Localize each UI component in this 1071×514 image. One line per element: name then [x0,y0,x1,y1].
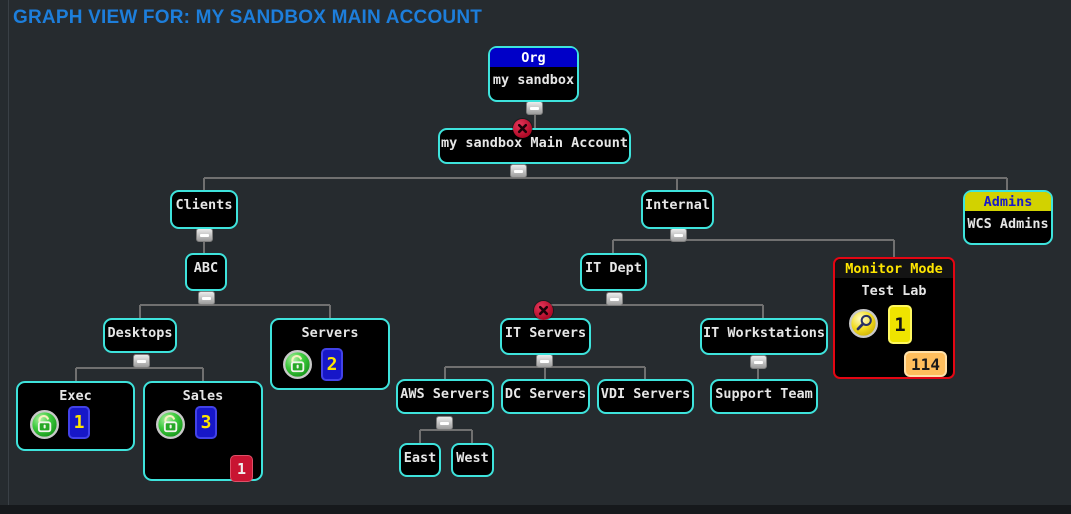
error-x-icon-main-account [513,119,532,138]
monitor-count-badge: 1 [888,305,912,344]
node-servers[interactable]: Servers 2 [270,318,390,390]
collapse-button-it-dept[interactable] [606,292,623,306]
node-aws-servers[interactable]: AWS Servers [396,379,494,414]
node-clients[interactable]: Clients [170,190,238,229]
node-support-team[interactable]: Support Team [710,379,818,414]
collapse-button-it-workstations[interactable] [750,355,767,369]
node-sales[interactable]: Sales 3 1 [143,381,263,482]
locked-count-badge: 1 [68,406,90,439]
alert-count-badge: 1 [230,455,253,482]
it-workstations-label: IT Workstations [703,325,825,341]
admins-type-header: Admins [965,192,1051,211]
collapse-button-clients[interactable] [196,228,213,242]
clients-label: Clients [175,197,233,213]
error-x-icon-it-servers [534,301,553,320]
org-name-label: my sandbox [492,72,575,88]
locked-count-badge: 3 [195,406,217,439]
it-dept-label: IT Dept [585,260,642,276]
node-exec[interactable]: Exec 1 [16,381,135,451]
org-type-header: Org [490,48,577,67]
node-vdi-servers[interactable]: VDI Servers [597,379,694,414]
collapse-button-desktops[interactable] [133,354,150,368]
collapse-button-main-account[interactable] [510,164,527,178]
collapse-button-internal[interactable] [670,228,687,242]
support-team-label: Support Team [715,386,813,402]
test-lab-label: Test Lab [861,283,927,299]
abc-label: ABC [193,260,219,276]
unlocked-padlock-icon [29,409,60,440]
unlocked-padlock-icon [155,409,186,440]
device-count-badge: 114 [904,351,947,377]
main-account-label: my sandbox Main Account [441,135,628,151]
vdi-servers-label: VDI Servers [600,386,691,402]
aws-servers-label: AWS Servers [400,386,490,402]
panel-border-line [8,0,9,505]
node-west[interactable]: West [451,443,494,477]
page-title: GRAPH VIEW FOR: MY SANDBOX MAIN ACCOUNT [13,7,483,28]
admins-name-label: WCS Admins [967,216,1049,232]
dc-servers-label: DC Servers [504,386,587,402]
node-it-dept[interactable]: IT Dept [580,253,647,291]
monitor-mode-header: Monitor Mode [835,259,953,278]
servers-label: Servers [301,325,359,341]
node-org[interactable]: Org my sandbox [488,46,579,102]
collapse-button-aws-servers[interactable] [436,416,453,430]
desktops-label: Desktops [107,325,173,341]
node-main-account[interactable]: my sandbox Main Account [438,128,631,164]
exec-label: Exec [59,388,92,404]
west-label: West [456,450,489,466]
sales-label: Sales [182,388,224,404]
collapse-button-org[interactable] [526,101,543,115]
node-abc[interactable]: ABC [185,253,227,291]
node-dc-servers[interactable]: DC Servers [501,379,590,414]
node-it-servers[interactable]: IT Servers [500,318,591,355]
collapse-button-it-servers[interactable] [536,354,553,368]
node-it-workstations[interactable]: IT Workstations [700,318,828,355]
east-label: East [403,450,437,466]
node-internal[interactable]: Internal [641,190,714,229]
node-test-lab[interactable]: Monitor Mode Test Lab 1 114 [833,257,955,379]
unlocked-padlock-icon [282,349,313,380]
it-servers-label: IT Servers [504,325,587,341]
internal-label: Internal [644,197,711,213]
collapse-button-abc[interactable] [198,291,215,305]
locked-count-badge: 2 [321,348,343,381]
node-admins[interactable]: Admins WCS Admins [963,190,1053,245]
node-desktops[interactable]: Desktops [103,318,177,353]
magnifier-icon [848,308,879,339]
node-east[interactable]: East [399,443,441,477]
horizontal-scrollbar-track[interactable] [0,505,1071,514]
